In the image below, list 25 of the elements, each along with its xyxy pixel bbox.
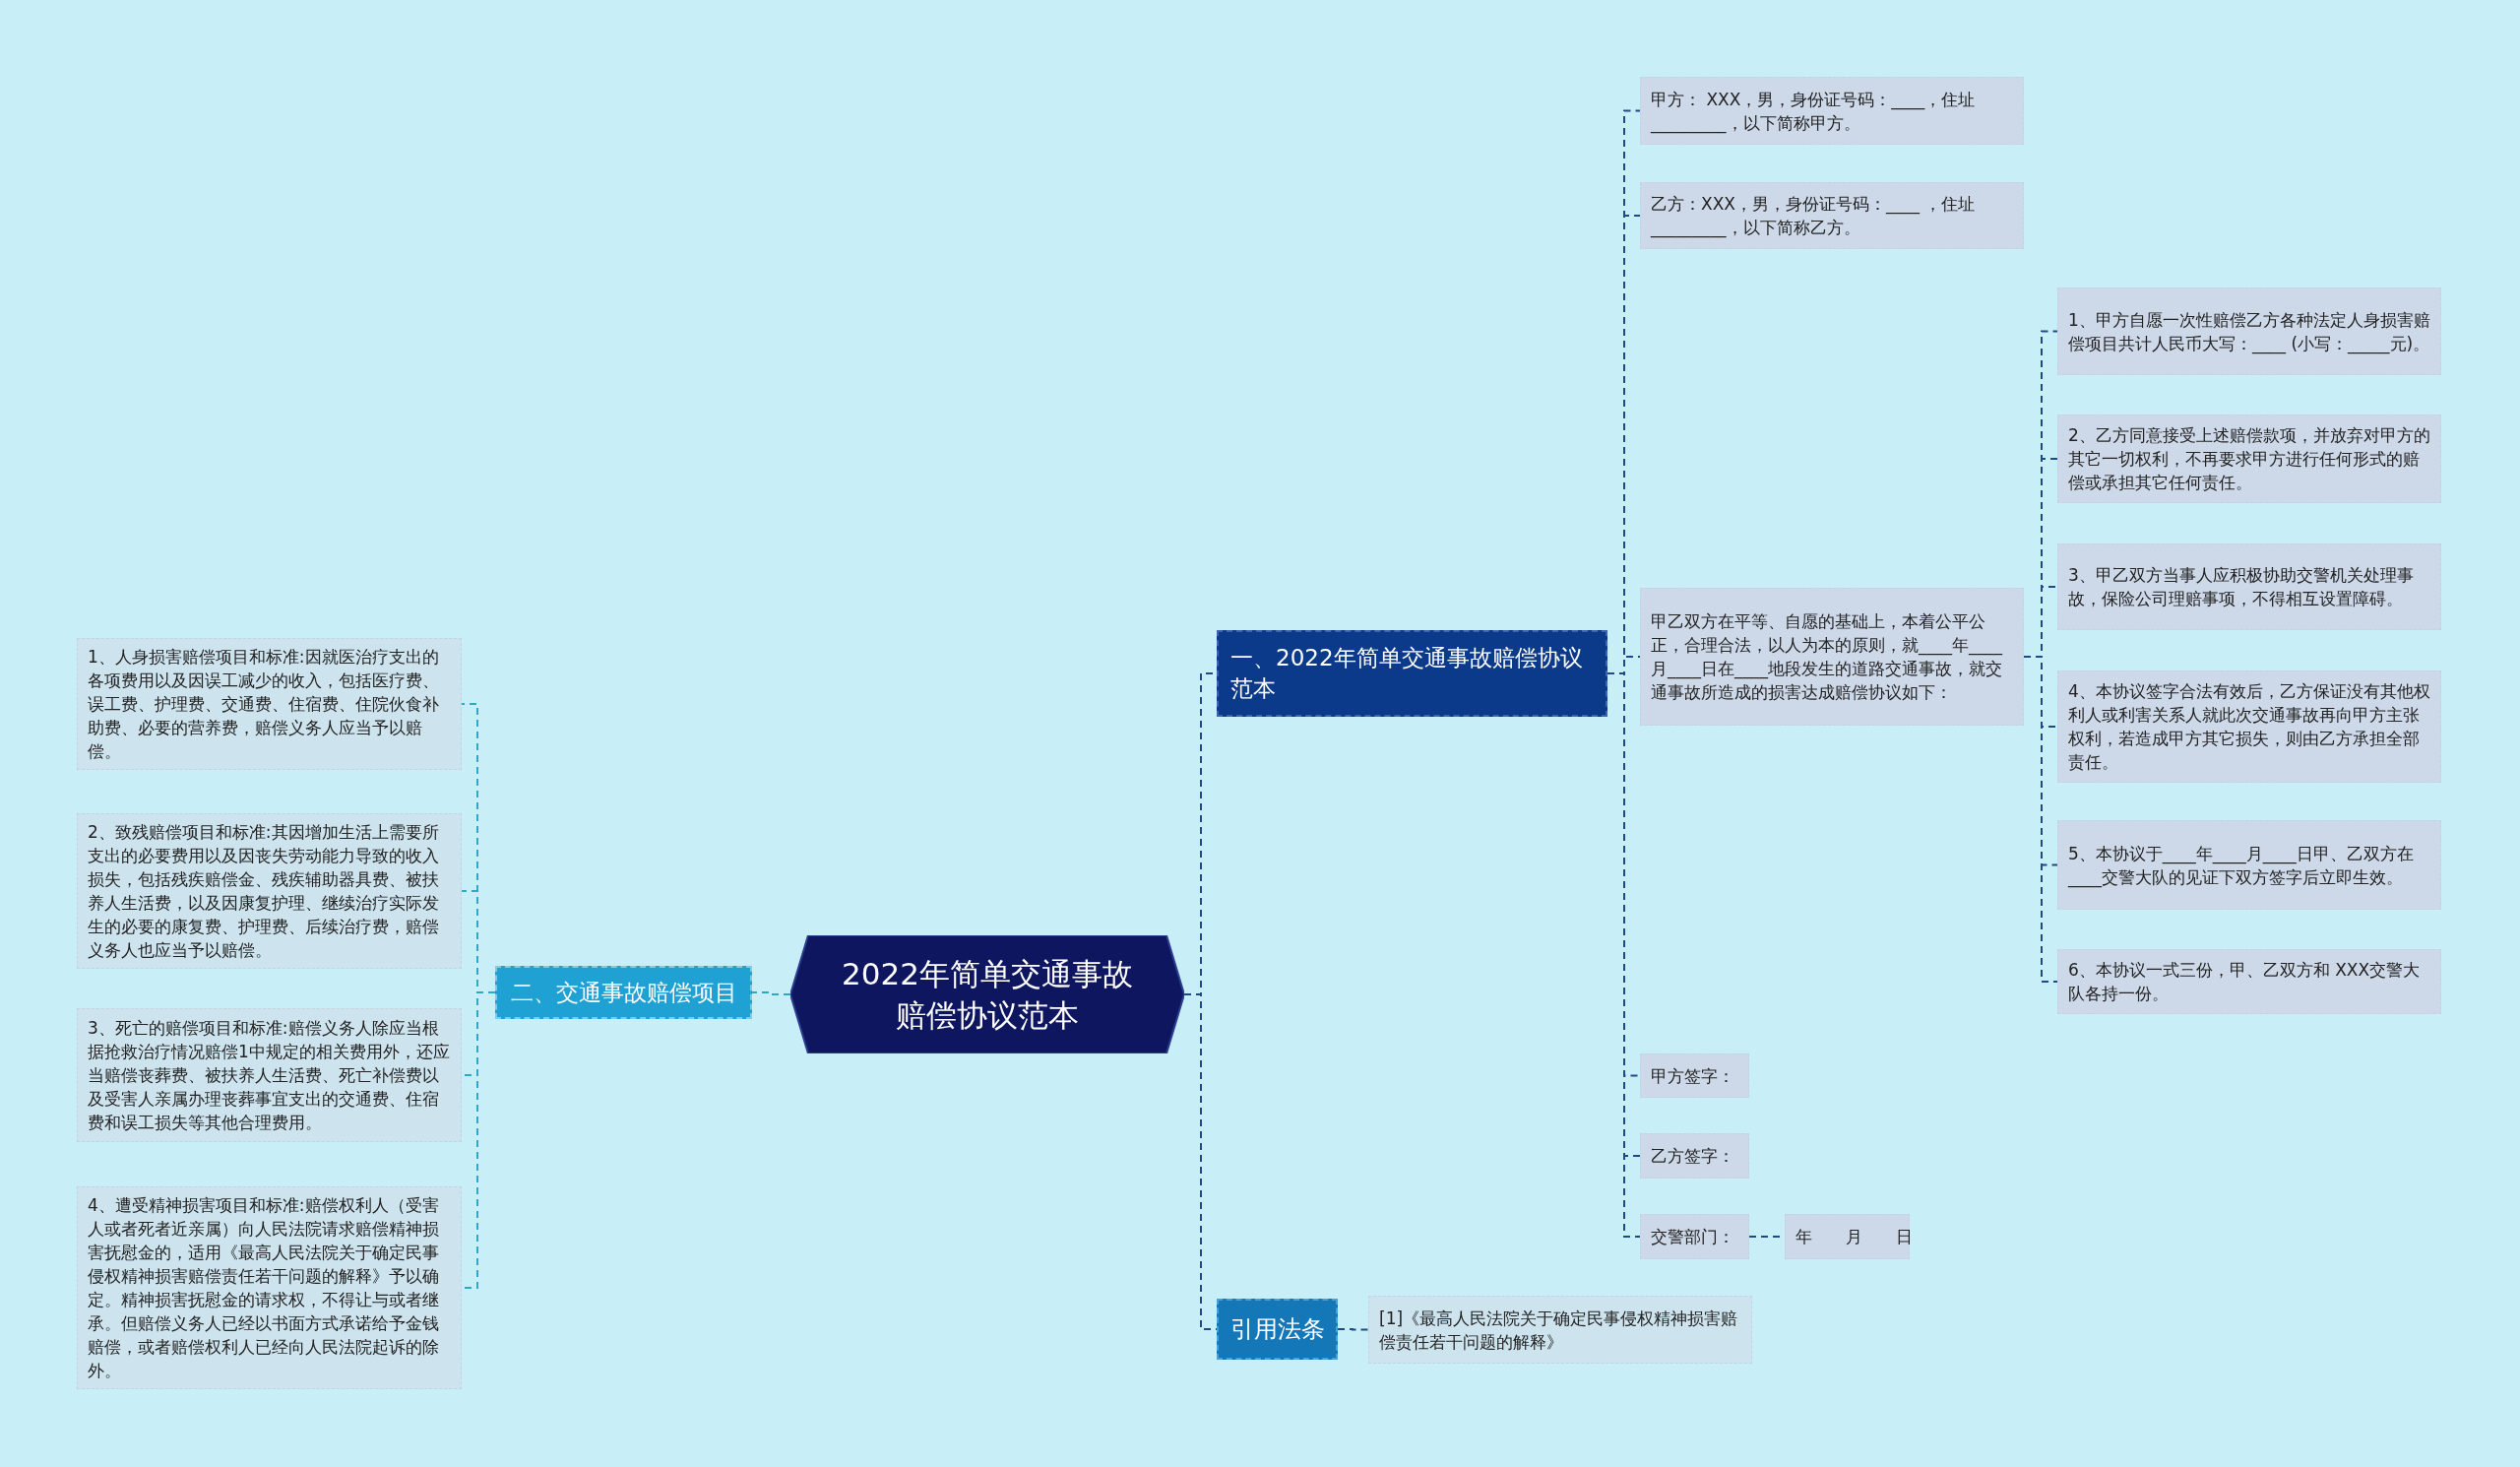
- text-box: 交警部门：: [1640, 1214, 1749, 1259]
- text-box: 3、甲乙双方当事人应积极协助交警机关处理事故，保险公司理赔事项，不得相互设置障碍。: [2057, 543, 2441, 630]
- text-box: [1]《最高人民法院关于确定民事侵权精神损害赔偿责任若干问题的解释》: [1368, 1296, 1752, 1364]
- text-box: 甲乙双方在平等、自愿的基础上，本着公平公正，合理合法，以人为本的原则，就____年____月____日在____地段发生的道路交通事故，就交通事故所造成的损害达成赔偿协议如下：: [1640, 588, 2024, 726]
- text-box: 甲方签字：: [1640, 1053, 1749, 1098]
- text-box: 4、本协议签字合法有效后，乙方保证没有其他权利人或利害关系人就此次交通事故再向甲方主张权利，若造成甲方其它损失，则由乙方承担全部责任。: [2057, 670, 2441, 783]
- text-box: 2、致残赔偿项目和标准:其因增加生活上需要所支出的必要费用以及因丧失劳动能力导致的收入损失，包括残疾赔偿金、残疾辅助器具费、被扶养人生活费，以及因康复护理、继续治疗实际发生的必要的康复费、护理费、后续治疗费，赔偿义务人也应当予以赔偿。: [77, 813, 462, 969]
- text-box: 1、甲方自愿一次性赔偿乙方各种法定人身损害赔偿项目共计人民币大写：____ (小写：_____元)。: [2057, 287, 2441, 375]
- text-box: 1、人身损害赔偿项目和标准:因就医治疗支出的各项费用以及因误工减少的收入，包括医疗费、误工费、护理费、交通费、住宿费、住院伙食补助费、必要的营养费，赔偿义务人应当予以赔偿。: [77, 638, 462, 770]
- connector-line: [2023, 656, 2058, 983]
- text-box: 3、死亡的赔偿项目和标准:赔偿义务人除应当根据抢救治疗情况赔偿1中规定的相关费用外，还应当赔偿丧葬费、被扶养人生活费、死亡补偿费以及受害人亲属办理丧葬事宜支出的交通费、住宿费和误工损失等其他合理费用。: [77, 1008, 462, 1142]
- connector-line: [1337, 1328, 1369, 1331]
- text-box: 6、本协议一式三份，甲、乙双方和 XXX交警大队各持一份。: [2057, 949, 2441, 1014]
- connector-line: [751, 991, 791, 995]
- branch-box: 二、交通事故赔偿项目: [495, 966, 752, 1019]
- text-box: 乙方签字：: [1640, 1133, 1749, 1179]
- text-box: 5、本协议于____年____月____日甲、乙双方在____交警大队的见证下双方签字后立即生效。: [2057, 820, 2441, 910]
- branch-box: 引用法条: [1217, 1299, 1338, 1360]
- text-box: 2、乙方同意接受上述赔偿款项，并放弃对甲方的其它一切权利，不再要求甲方进行任何形式的赔偿或承担其它任何责任。: [2057, 415, 2441, 503]
- branch-box: 一、2022年简单交通事故赔偿协议范本: [1217, 630, 1607, 717]
- central-topic: 2022年简单交通事故赔偿协议范本: [790, 935, 1184, 1053]
- text-box: 4、遭受精神损害项目和标准:赔偿权利人（受害人或者死者近亲属）向人民法院请求赔偿精神损害抚慰金的，适用《最高人民法院关于确定民事侵权精神损害赔偿责任若干问题的解释》予以确定。精神损害抚慰金的请求权，不得让与或者继承。但赔偿义务人已经以书面方式承诺给予金钱赔偿，或者赔偿权利人已经向人民法院起诉的除外。: [77, 1186, 462, 1389]
- text-box: 年 月 日: [1785, 1214, 1910, 1259]
- text-box: 甲方： XXX，男，身份证号码：____，住址_________，以下简称甲方。: [1640, 77, 2024, 145]
- text-box: 乙方：XXX，男，身份证号码：____ ，住址_________，以下简称乙方。: [1640, 182, 2024, 249]
